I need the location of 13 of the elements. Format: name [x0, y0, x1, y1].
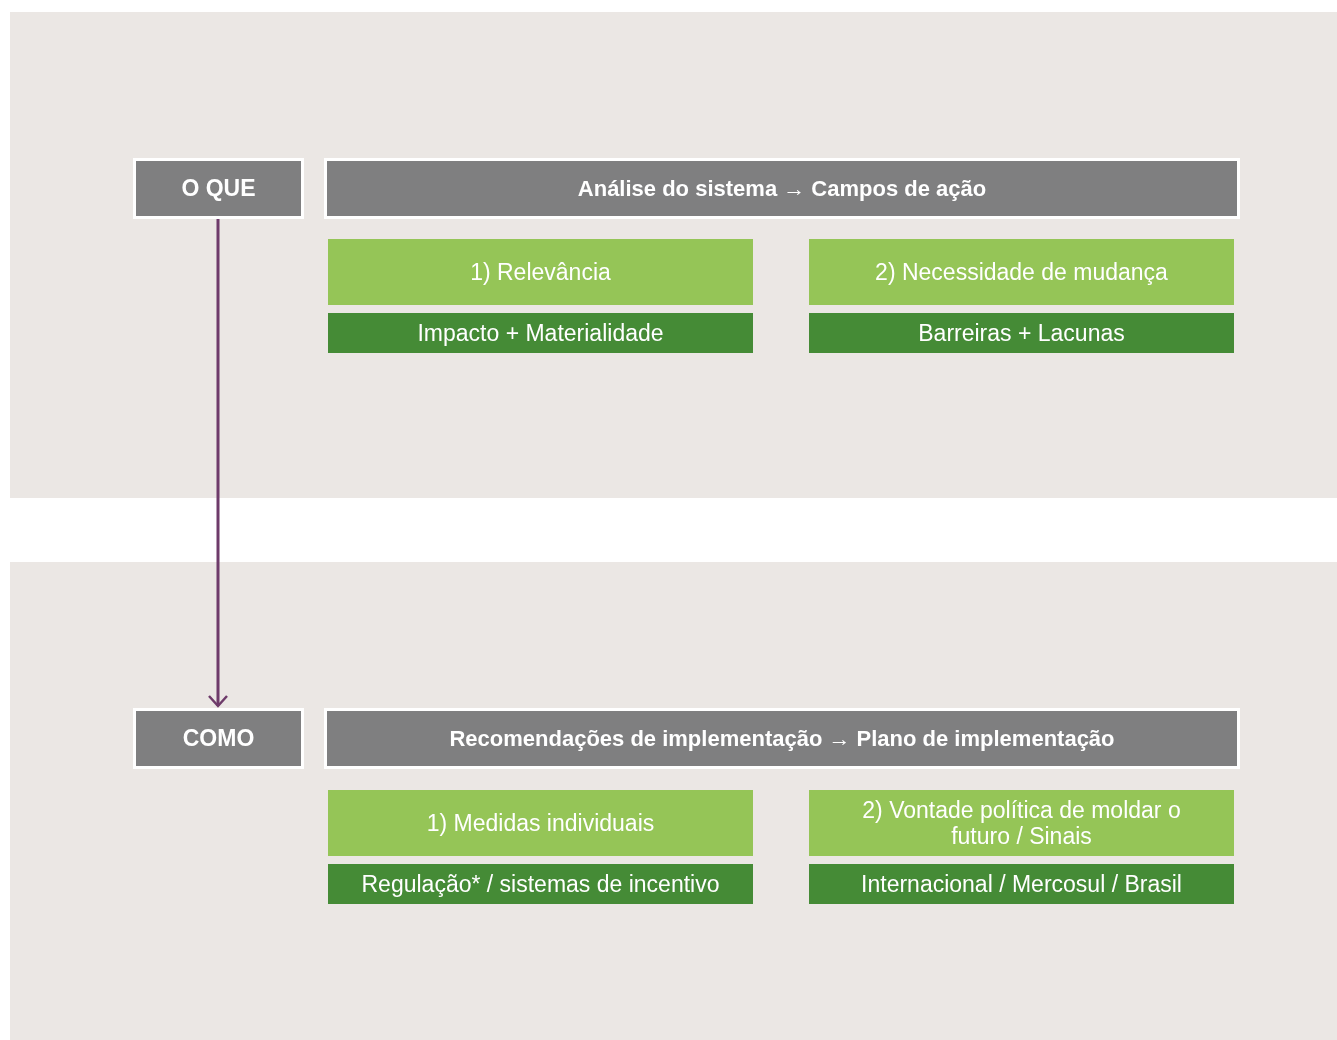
detail-bar: Regulação* / sistemas de incentivo [328, 864, 753, 904]
header-bar: Recomendações de implementação → Plano de implementação [324, 708, 1240, 769]
arrow [207, 219, 229, 708]
category-box: 2) Necessidade de mudança [809, 239, 1234, 305]
section-label: COMO [133, 708, 304, 769]
detail-bar: Internacional / Mercosul / Brasil [809, 864, 1234, 904]
category-box: 1) Relevância [328, 239, 753, 305]
detail-bar: Barreiras + Lacunas [809, 313, 1234, 353]
category-box: 1) Medidas individuais [328, 790, 753, 856]
category-box: 2) Vontade política de moldar o futuro / Sinais [809, 790, 1234, 856]
detail-bar: Impacto + Materialidade [328, 313, 753, 353]
header-bar: Análise do sistema → Campos de ação [324, 158, 1240, 219]
section-label: O QUE [133, 158, 304, 219]
